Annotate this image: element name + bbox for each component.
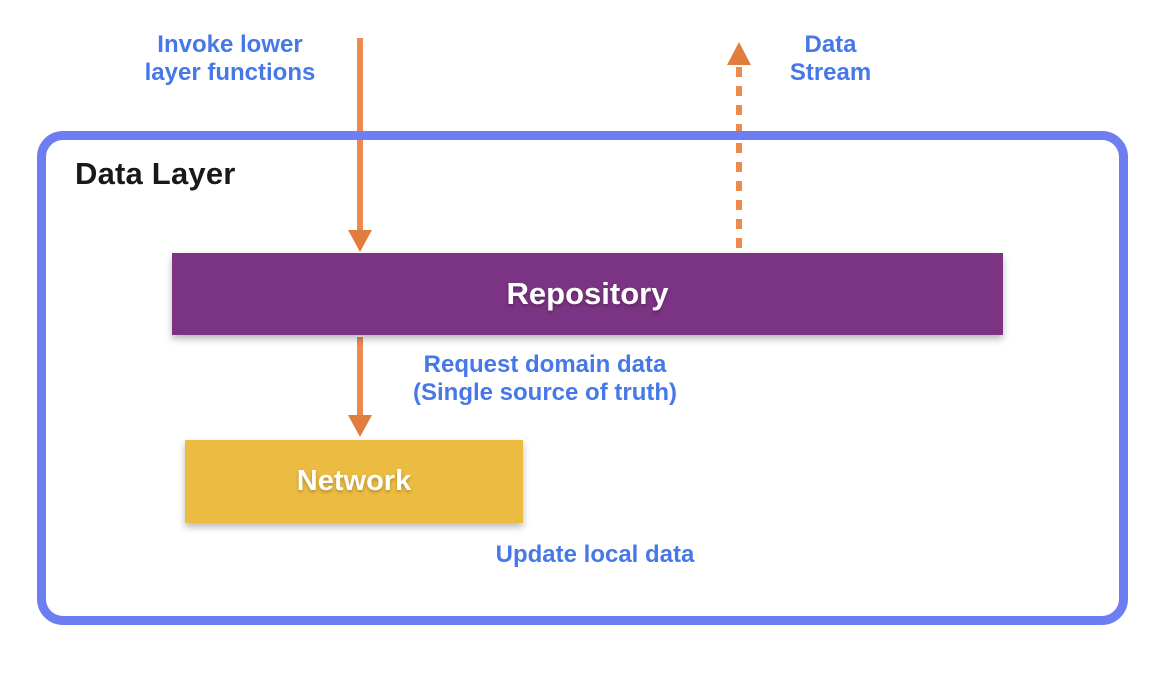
request-arrow-line	[357, 337, 363, 416]
network-node-label: Network	[296, 465, 412, 497]
network-node: Network	[185, 440, 523, 523]
data-stream-label: Data Stream	[789, 31, 872, 87]
data-layer-title: Data Layer	[75, 156, 236, 191]
repository-node-label: Repository	[506, 276, 669, 311]
request-domain-data-label: Request domain data (Single source of tr…	[413, 351, 677, 407]
invoke-arrow-line	[357, 38, 363, 231]
repository-node: Repository	[172, 253, 1003, 335]
update-local-data-label: Update local data	[495, 541, 695, 568]
data-stream-arrow-dashed-line	[736, 67, 742, 253]
invoke-arrow-head-icon	[348, 230, 372, 252]
request-arrow-head-icon	[348, 415, 372, 437]
invoke-lower-layer-label: Invoke lower layer functions	[144, 31, 316, 87]
data-stream-arrow-head-icon	[727, 42, 751, 65]
